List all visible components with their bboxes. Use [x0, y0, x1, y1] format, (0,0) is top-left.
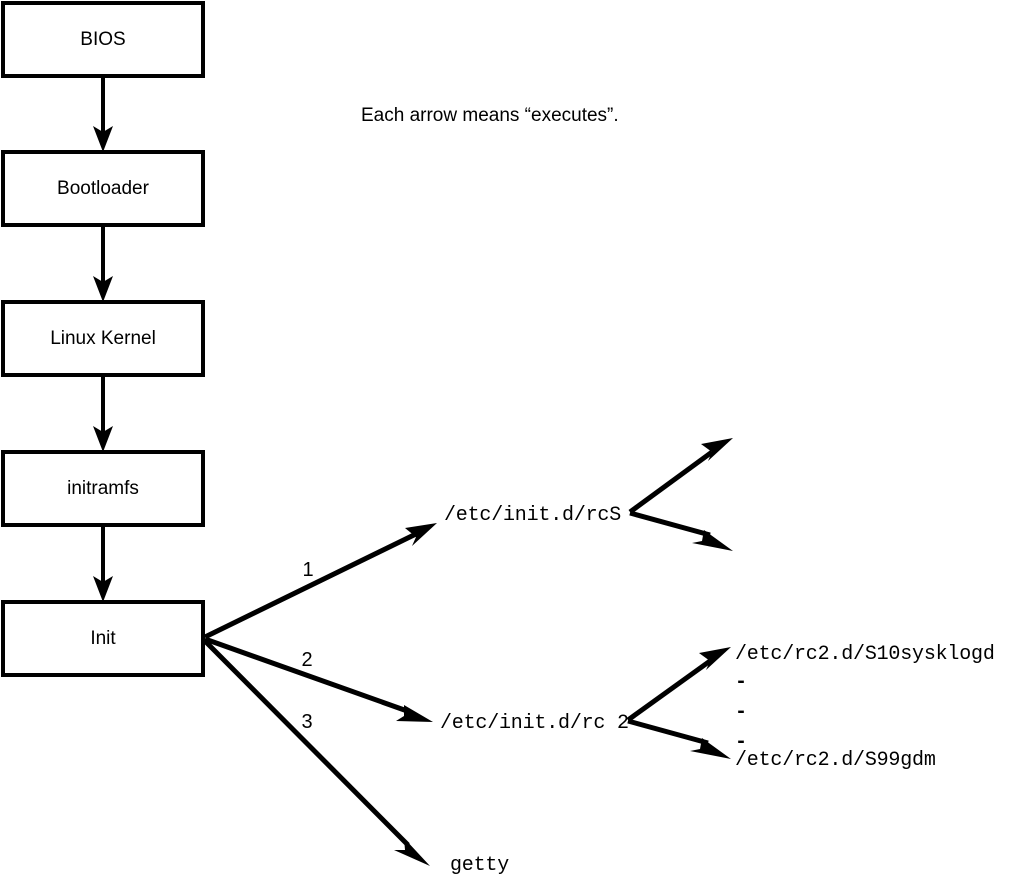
edge-kernel-to-initramfs	[93, 375, 113, 452]
rc2-ellipsis-dash-2: -	[735, 701, 747, 724]
branch-1-target-label: /etc/init.d/rcS	[444, 504, 621, 527]
rc2-upper-arrow-head	[699, 647, 731, 670]
rc2-ellipsis-dash-1: -	[735, 671, 747, 694]
rc2-scripts-group: /etc/rc2.d/S10sysklogd - - - /etc/rc2.d/…	[626, 643, 995, 772]
node-bootloader[interactable]: Bootloader	[1, 150, 205, 227]
bios-box[interactable]	[1, 1, 205, 78]
rc2-lower-line	[627, 718, 709, 746]
branch-3-target-label: getty	[450, 854, 509, 875]
edge-initramfs-to-init	[93, 525, 113, 602]
edge-bios-to-bootloader	[93, 76, 113, 152]
branch-1-arrow-head	[405, 523, 437, 546]
linux-kernel-box[interactable]	[1, 300, 205, 377]
caption-executes: Each arrow means “executes”.	[361, 105, 619, 126]
rc2-ellipsis-dash-3: -	[735, 731, 747, 754]
branch-3-getty: 3 getty	[203, 639, 509, 875]
arrow-head-3	[93, 426, 113, 452]
linux-kernel-label: Linux Kernel	[50, 328, 156, 349]
branch-2-number: 2	[301, 649, 312, 671]
rc2-last-script: /etc/rc2.d/S99gdm	[735, 749, 936, 772]
rcS-lower-arrow-head	[692, 530, 733, 551]
init-label: Init	[90, 628, 116, 649]
branch-2-target-label: /etc/init.d/rc 2	[440, 712, 629, 735]
branch-2-rc2: 2 /etc/init.d/rc 2	[204, 636, 629, 735]
node-bios[interactable]: BIOS	[1, 1, 205, 78]
branch-2-line	[204, 636, 411, 715]
bootloader-label: Bootloader	[57, 178, 150, 199]
bootloader-box[interactable]	[1, 150, 205, 227]
node-linux-kernel[interactable]: Linux Kernel	[1, 300, 205, 377]
arrow-head-1	[93, 126, 113, 152]
branch-1-line	[203, 530, 420, 640]
branch-1-number: 1	[302, 559, 313, 581]
rc2-upper-line	[626, 658, 712, 723]
branch-1-rcS: 1 /etc/init.d/rcS	[203, 504, 621, 640]
branch-3-line	[203, 639, 410, 847]
branch-2-arrow-head	[396, 705, 433, 722]
edge-bootloader-to-kernel	[93, 225, 113, 302]
node-initramfs[interactable]: initramfs	[1, 450, 205, 527]
boot-chain-column: BIOS Bootloader Linux Kernel	[1, 1, 205, 677]
rcS-lower-line	[629, 510, 711, 538]
arrow-head-4	[93, 576, 113, 602]
rcS-upper-line	[628, 449, 714, 515]
rc2-first-script: /etc/rc2.d/S10sysklogd	[735, 643, 995, 666]
init-box[interactable]	[1, 600, 205, 677]
branch-3-number: 3	[301, 711, 312, 733]
rcS-scripts-group	[628, 438, 733, 551]
branch-3-arrow-head	[394, 838, 430, 866]
rcS-upper-arrow-head	[701, 438, 733, 461]
rc2-lower-arrow-head	[690, 738, 731, 759]
node-init[interactable]: Init	[1, 600, 205, 677]
initramfs-label: initramfs	[67, 478, 139, 499]
arrow-head-2	[93, 276, 113, 302]
bios-label: BIOS	[80, 29, 125, 50]
